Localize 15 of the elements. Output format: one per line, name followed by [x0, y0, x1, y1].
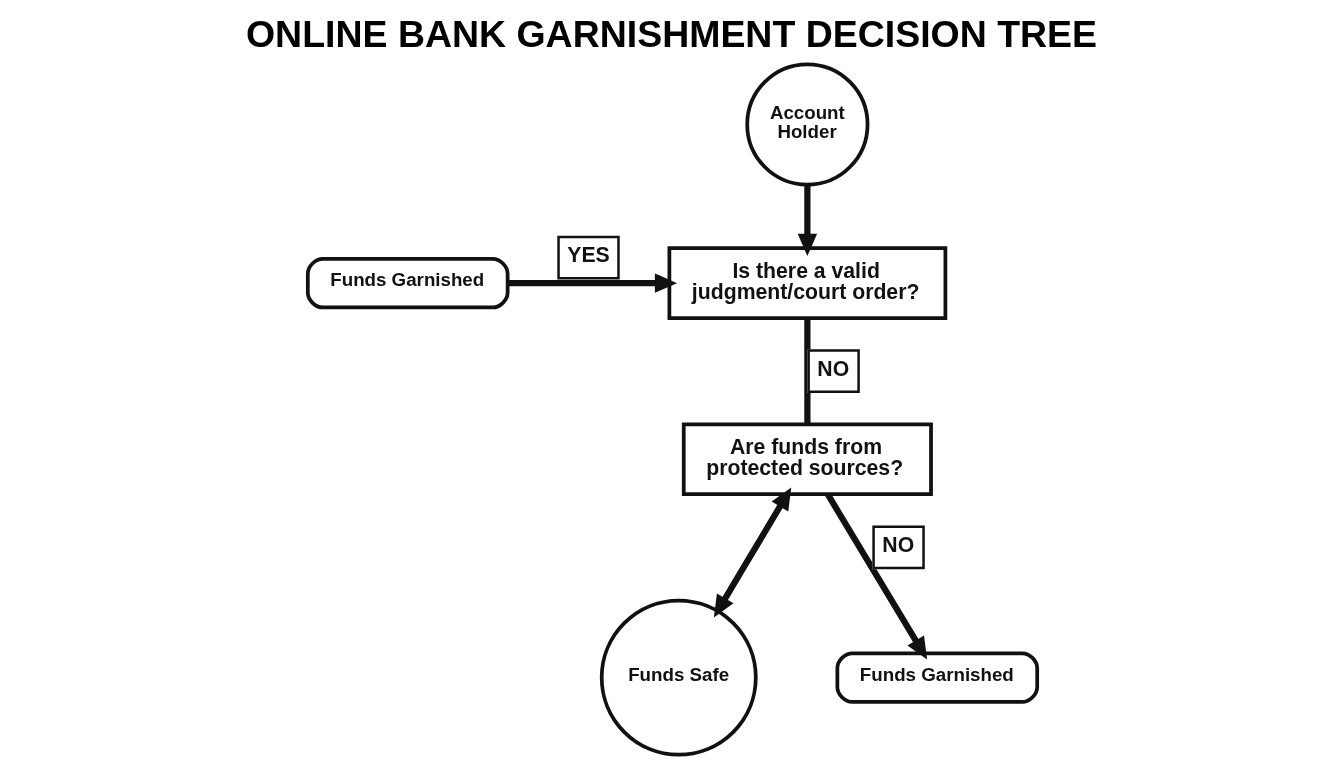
node-circle: Funds Safe: [599, 598, 758, 757]
diagram-title: ONLINE BANK GARNISHMENT DECISION TREE: [245, 12, 1097, 55]
edge-label: YES: [566, 243, 610, 267]
node-box: Is there a valid judgment/court order?: [667, 246, 947, 320]
node-box: Are funds from protected sources?: [681, 422, 933, 497]
arrow: [507, 273, 677, 293]
edge-label: NO: [881, 532, 914, 556]
arrow: [713, 487, 791, 618]
arrow: [797, 184, 817, 256]
connector: [803, 318, 810, 425]
node-box: Funds Garnished: [835, 651, 1039, 704]
arrow: [824, 492, 927, 660]
node-box: Funds Garnished: [305, 256, 509, 310]
node-circle: Account Holder: [744, 62, 869, 187]
edge-label: NO: [816, 356, 849, 380]
